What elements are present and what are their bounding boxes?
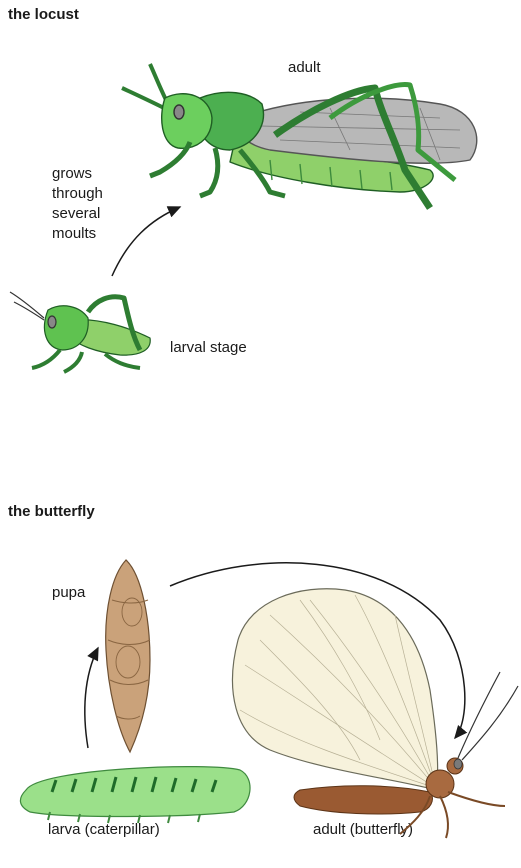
larval-locust-illustration — [10, 292, 150, 372]
locust-growth-arrow — [112, 207, 180, 276]
caterpillar-illustration — [20, 767, 250, 823]
pupa-illustration — [106, 560, 150, 752]
butterfly-illustration — [233, 589, 518, 838]
adult-locust-illustration — [122, 64, 477, 208]
larva-to-pupa-arrow — [85, 648, 98, 748]
